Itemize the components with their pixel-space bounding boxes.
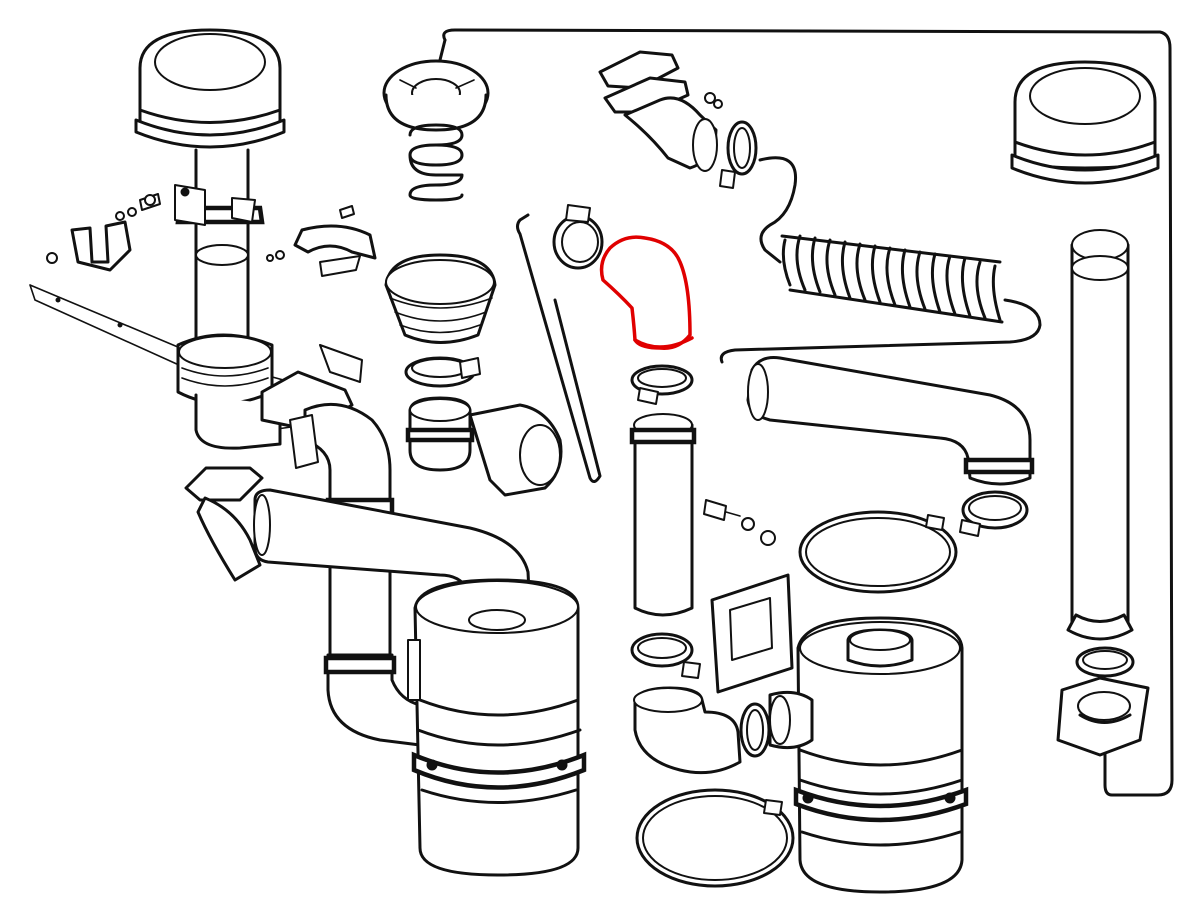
bolt-set-center	[703, 499, 776, 546]
elbow-pipe-right	[746, 356, 1035, 486]
hose-clamp-right-mid	[959, 490, 1029, 537]
flexible-hose	[780, 234, 1004, 324]
rain-cap-right	[1010, 60, 1160, 185]
hose-clamp-right-stack	[1075, 646, 1135, 678]
tee-fitting-center	[405, 396, 563, 497]
mounting-brackets-left	[46, 193, 161, 272]
strap-ring-right	[798, 510, 958, 594]
group-outline-wedge	[516, 213, 602, 483]
mounting-plate-center	[710, 573, 794, 694]
elbow-hose[interactable]	[599, 235, 694, 350]
rain-cap-left	[134, 28, 286, 149]
intake-pipe-center	[629, 413, 697, 617]
group-outline-link	[438, 38, 1042, 364]
hose-clamp-bottom-small	[739, 702, 771, 758]
bellows-center	[384, 253, 497, 344]
hose-clamp-middle	[630, 364, 694, 405]
hose-clamp-center-upper	[404, 356, 481, 388]
clamp-bracket-separate	[266, 205, 377, 277]
intake-tube-left	[174, 148, 265, 342]
lower-elbow-center	[633, 686, 742, 775]
inlet-flange-left	[184, 466, 264, 582]
stack-base-plate-right	[1056, 676, 1150, 757]
flanged-elbow-top	[598, 50, 723, 172]
spring-center	[408, 123, 464, 202]
hose-clamp-lower-center	[630, 632, 701, 679]
tube-base-flange-left	[176, 333, 282, 450]
hose-clamp-top-right	[719, 120, 758, 189]
group-outline-frame	[442, 28, 1174, 797]
reducer-cap-center	[382, 59, 490, 132]
hose-clamp-upper-left	[552, 204, 604, 270]
lower-elbow-left	[323, 653, 422, 747]
air-cleaner-left	[407, 578, 587, 877]
strap-ring-bottom	[635, 788, 795, 888]
air-cleaner-right	[768, 616, 969, 894]
stack-pipe-right	[1066, 229, 1134, 641]
